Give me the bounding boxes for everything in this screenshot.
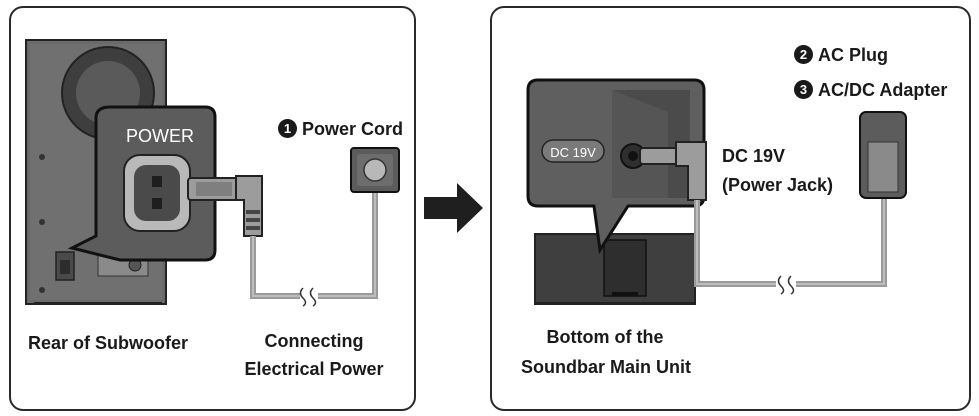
ac-dc-adapter-label: 3 AC/DC Adapter [794, 77, 947, 103]
ac-plug-text: AC Plug [818, 45, 888, 65]
adapter-cable [694, 196, 887, 287]
ac-dc-adapter-icon [859, 111, 907, 199]
power-label: POWER [126, 126, 194, 146]
power-cord-text: Power Cord [302, 119, 404, 139]
right-panel [490, 6, 971, 411]
number-badge-1: 1 [278, 119, 297, 138]
right-arrow-icon [424, 183, 483, 233]
caption-soundbar-line2: Soundbar Main Unit [521, 357, 691, 377]
wall-socket-icon [350, 147, 400, 193]
power-cord-plug [187, 175, 263, 237]
dc-connector [639, 141, 707, 201]
power-cord-cable [250, 188, 378, 299]
number-badge-3: 3 [794, 80, 813, 99]
dc-badge [541, 139, 605, 163]
dc-jack-line2: (Power Jack) [722, 175, 834, 195]
caption-connecting-line2: Electrical Power [244, 359, 384, 379]
caption-connecting-line1: Connecting [264, 331, 364, 351]
number-badge-2: 2 [794, 45, 813, 64]
dc-jack-line1: DC 19V [722, 146, 786, 166]
dc-badge-label: DC 19V [550, 145, 596, 160]
dc-jack-callout: DC 19V [526, 78, 706, 255]
ac-dc-adapter-text: AC/DC Adapter [818, 80, 948, 100]
ac-plug-label: 2 AC Plug [794, 42, 888, 68]
caption-soundbar-line1: Bottom of the [546, 327, 664, 347]
caption-rear-subwoofer: Rear of Subwoofer [28, 333, 189, 353]
power-callout: POWER [67, 105, 217, 262]
power-cord-label: 1 Power Cord [278, 116, 403, 142]
soundbar-bottom [534, 233, 696, 305]
